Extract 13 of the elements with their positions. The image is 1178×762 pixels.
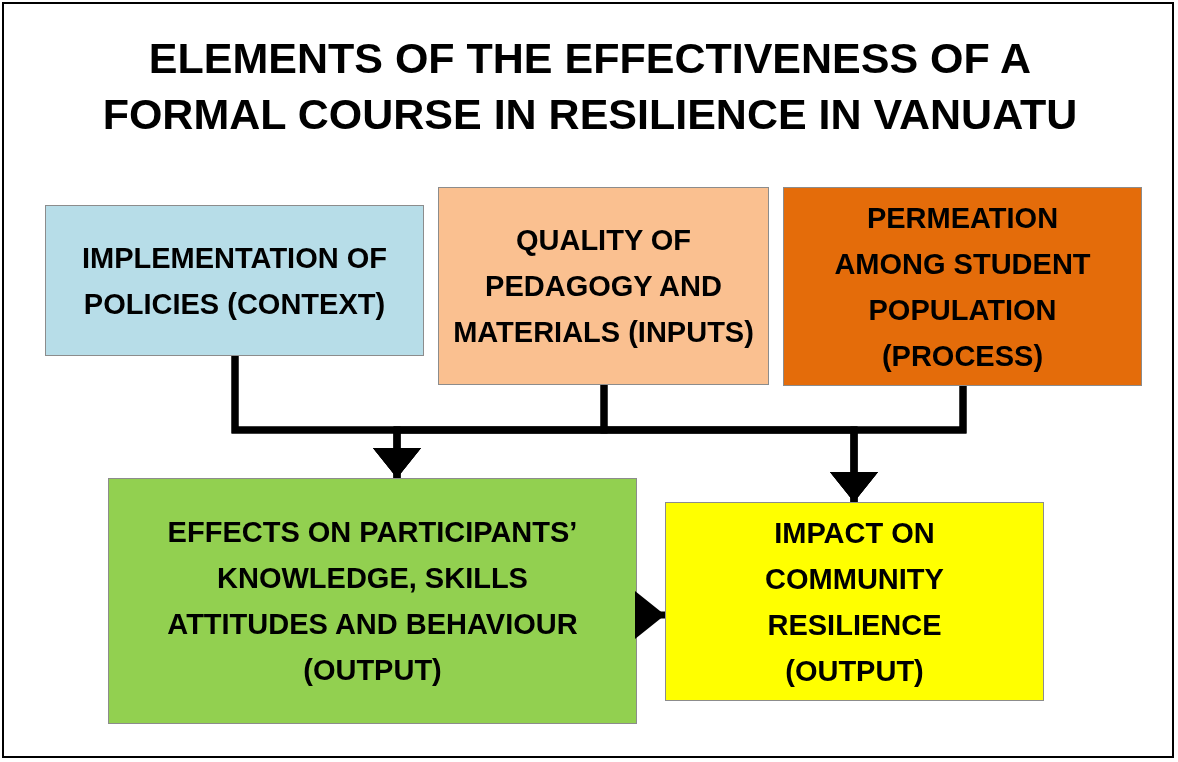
process-box — [45, 205, 424, 356]
process-box — [783, 187, 1142, 386]
process-box — [665, 502, 1044, 701]
process-box — [438, 187, 769, 385]
box-label: IMPACT ON COMMUNITY RESILIENCE (OUTPUT) — [764, 515, 945, 689]
box-label: EFFECTS ON PARTICIPANTS’ KNOWLEDGE, SKILLS ATTITUDES AND BEHAVIOUR (OUTPUT) — [166, 515, 579, 688]
box-label: PERMEATION AMONG STUDENT POPULATION (PROCESS) — [833, 200, 1092, 374]
process-box — [108, 478, 637, 724]
title: ELEMENTS OF THE EFFECTIVENESS OF A FORMAL COURSE IN RESILIENCE IN VANUATU — [101, 33, 1079, 140]
box-label: QUALITY OF PEDAGOGY AND MATERIALS (INPUTS) — [452, 223, 755, 350]
connector-arrow — [635, 591, 665, 639]
connector-arrow — [830, 386, 967, 502]
box-label: IMPLEMENTATION OF POLICIES (CONTEXT) — [81, 240, 388, 322]
